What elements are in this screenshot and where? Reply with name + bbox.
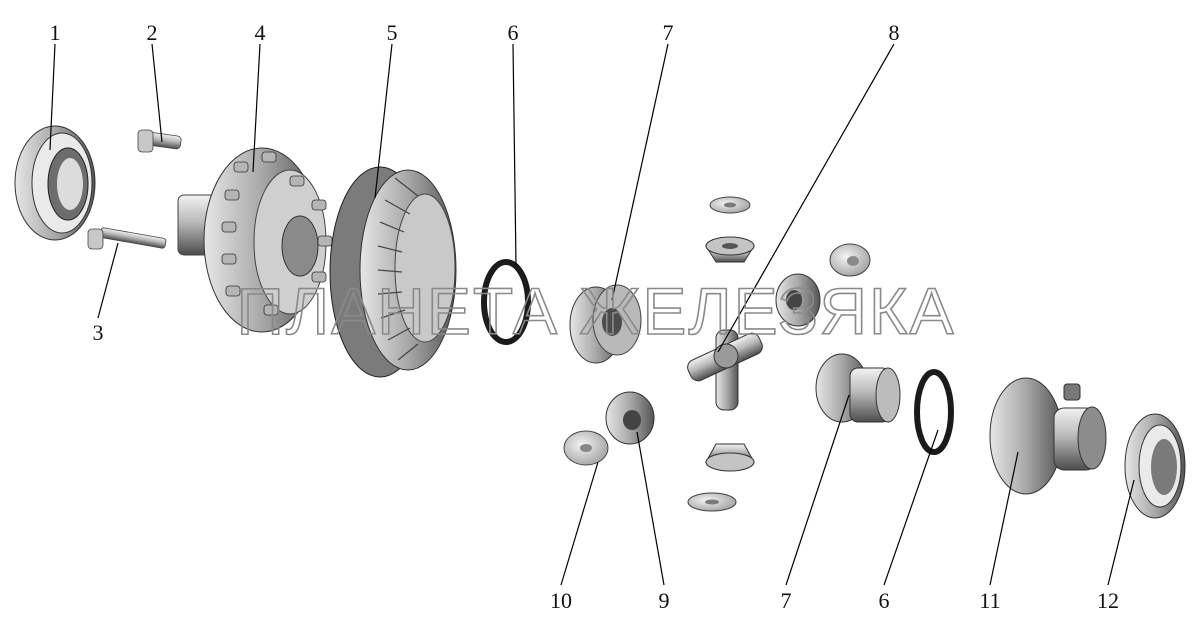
washer-bottom (687, 492, 737, 512)
callout-11: 11 (979, 588, 1000, 613)
callout-9: 9 (659, 588, 670, 613)
leader-12 (1107, 479, 1135, 586)
washer-right (829, 243, 871, 277)
spider-cross (687, 329, 763, 411)
leader-2 (151, 43, 163, 143)
leader-8 (717, 43, 895, 353)
bearing-left (14, 125, 96, 241)
leader-7b (785, 394, 850, 586)
callout-7-bottom: 7 (781, 588, 792, 613)
washer-top (709, 196, 751, 214)
callout-5: 5 (387, 20, 398, 45)
leader-5 (374, 43, 393, 199)
callout-8: 8 (889, 20, 900, 45)
side-gear-left (569, 284, 642, 364)
leader-3 (97, 242, 119, 319)
callout-labels: 1 2 3 4 5 6 7 8 10 9 7 6 11 12 (50, 20, 1120, 613)
callout-4: 4 (255, 20, 266, 45)
leader-lines (49, 43, 1135, 586)
differential-housing-right (989, 377, 1107, 495)
callout-12: 12 (1097, 588, 1119, 613)
leader-6a (512, 43, 517, 266)
leader-6b (883, 429, 939, 586)
callout-6-bottom: 6 (879, 588, 890, 613)
bolt-long (87, 227, 167, 250)
callout-10: 10 (550, 588, 572, 613)
leader-11 (989, 451, 1019, 586)
side-gear-right (815, 353, 901, 423)
callout-1: 1 (50, 20, 61, 45)
differential-housing-left (177, 147, 333, 333)
bearing-right (1124, 413, 1186, 519)
pinion-bottom (705, 443, 755, 472)
bolt-short (137, 129, 182, 153)
leader-4 (252, 43, 261, 173)
leader-1 (49, 43, 56, 151)
pinion-right (775, 273, 821, 327)
pinion-front (605, 391, 655, 445)
leader-10 (560, 461, 599, 586)
callout-2: 2 (147, 20, 158, 45)
watermark: ПЛАНЕТА ЖЕЛЕЗЯКА (236, 274, 955, 348)
thrust-washer-right (914, 369, 954, 455)
thrust-washer-left (481, 259, 531, 345)
callout-3: 3 (93, 320, 104, 345)
callout-6-top: 6 (508, 20, 519, 45)
leader-7a (611, 43, 669, 301)
callout-7-top: 7 (663, 20, 674, 45)
thrust-washer-small (563, 430, 609, 466)
pinion-top (705, 236, 755, 263)
leader-9 (636, 431, 665, 586)
ring-gear (329, 166, 457, 378)
